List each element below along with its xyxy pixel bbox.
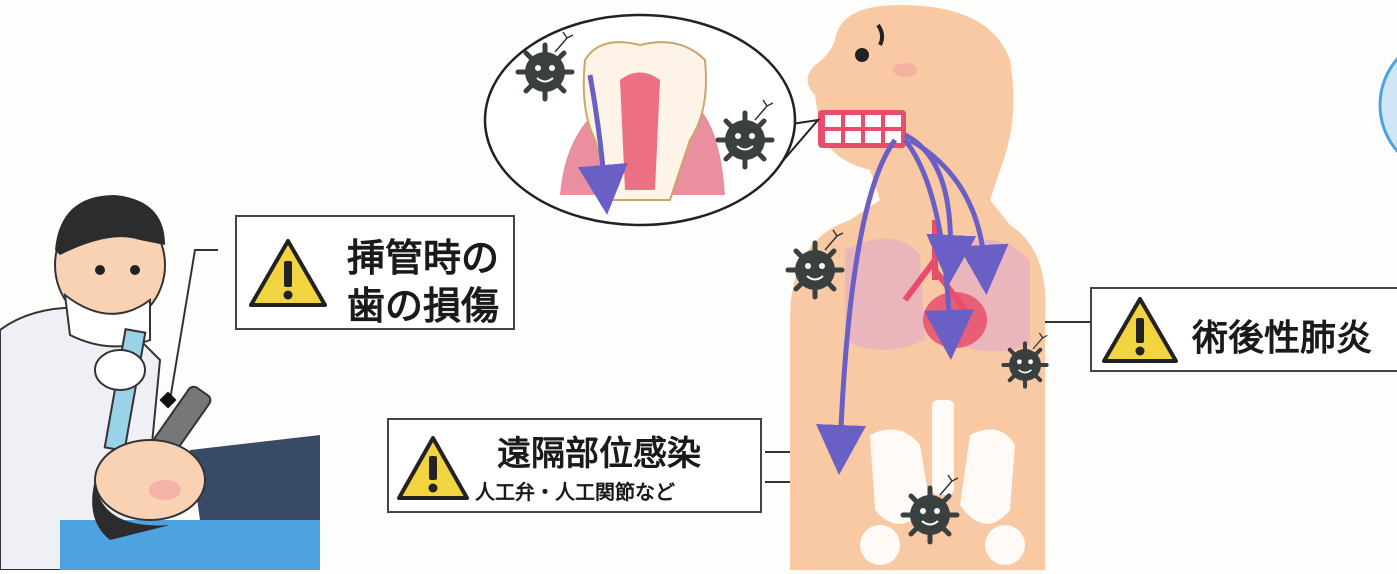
remote-infection-subtitle: 人工弁・人工関節など — [475, 476, 675, 505]
remote-infection-title: 遠隔部位感染 — [497, 426, 701, 475]
tooth-bubble — [485, 15, 818, 225]
intubation-label-line2: 歯の損傷 — [347, 275, 499, 330]
partial-circle-graphic — [1380, 35, 1397, 175]
callout-remote-infection: 遠隔部位感染 人工弁・人工関節など — [387, 418, 762, 513]
pneumonia-label: 術後性肺炎 — [1192, 309, 1372, 361]
intubation-label-line1: 挿管時の — [347, 227, 499, 282]
warning-triangle-icon — [247, 237, 329, 309]
callout-intubation: 挿管時の 歯の損傷 — [235, 215, 515, 330]
warning-triangle-icon — [395, 434, 471, 502]
callout-pneumonia: 術後性肺炎 — [1090, 287, 1397, 372]
warning-triangle-icon — [1100, 295, 1180, 365]
